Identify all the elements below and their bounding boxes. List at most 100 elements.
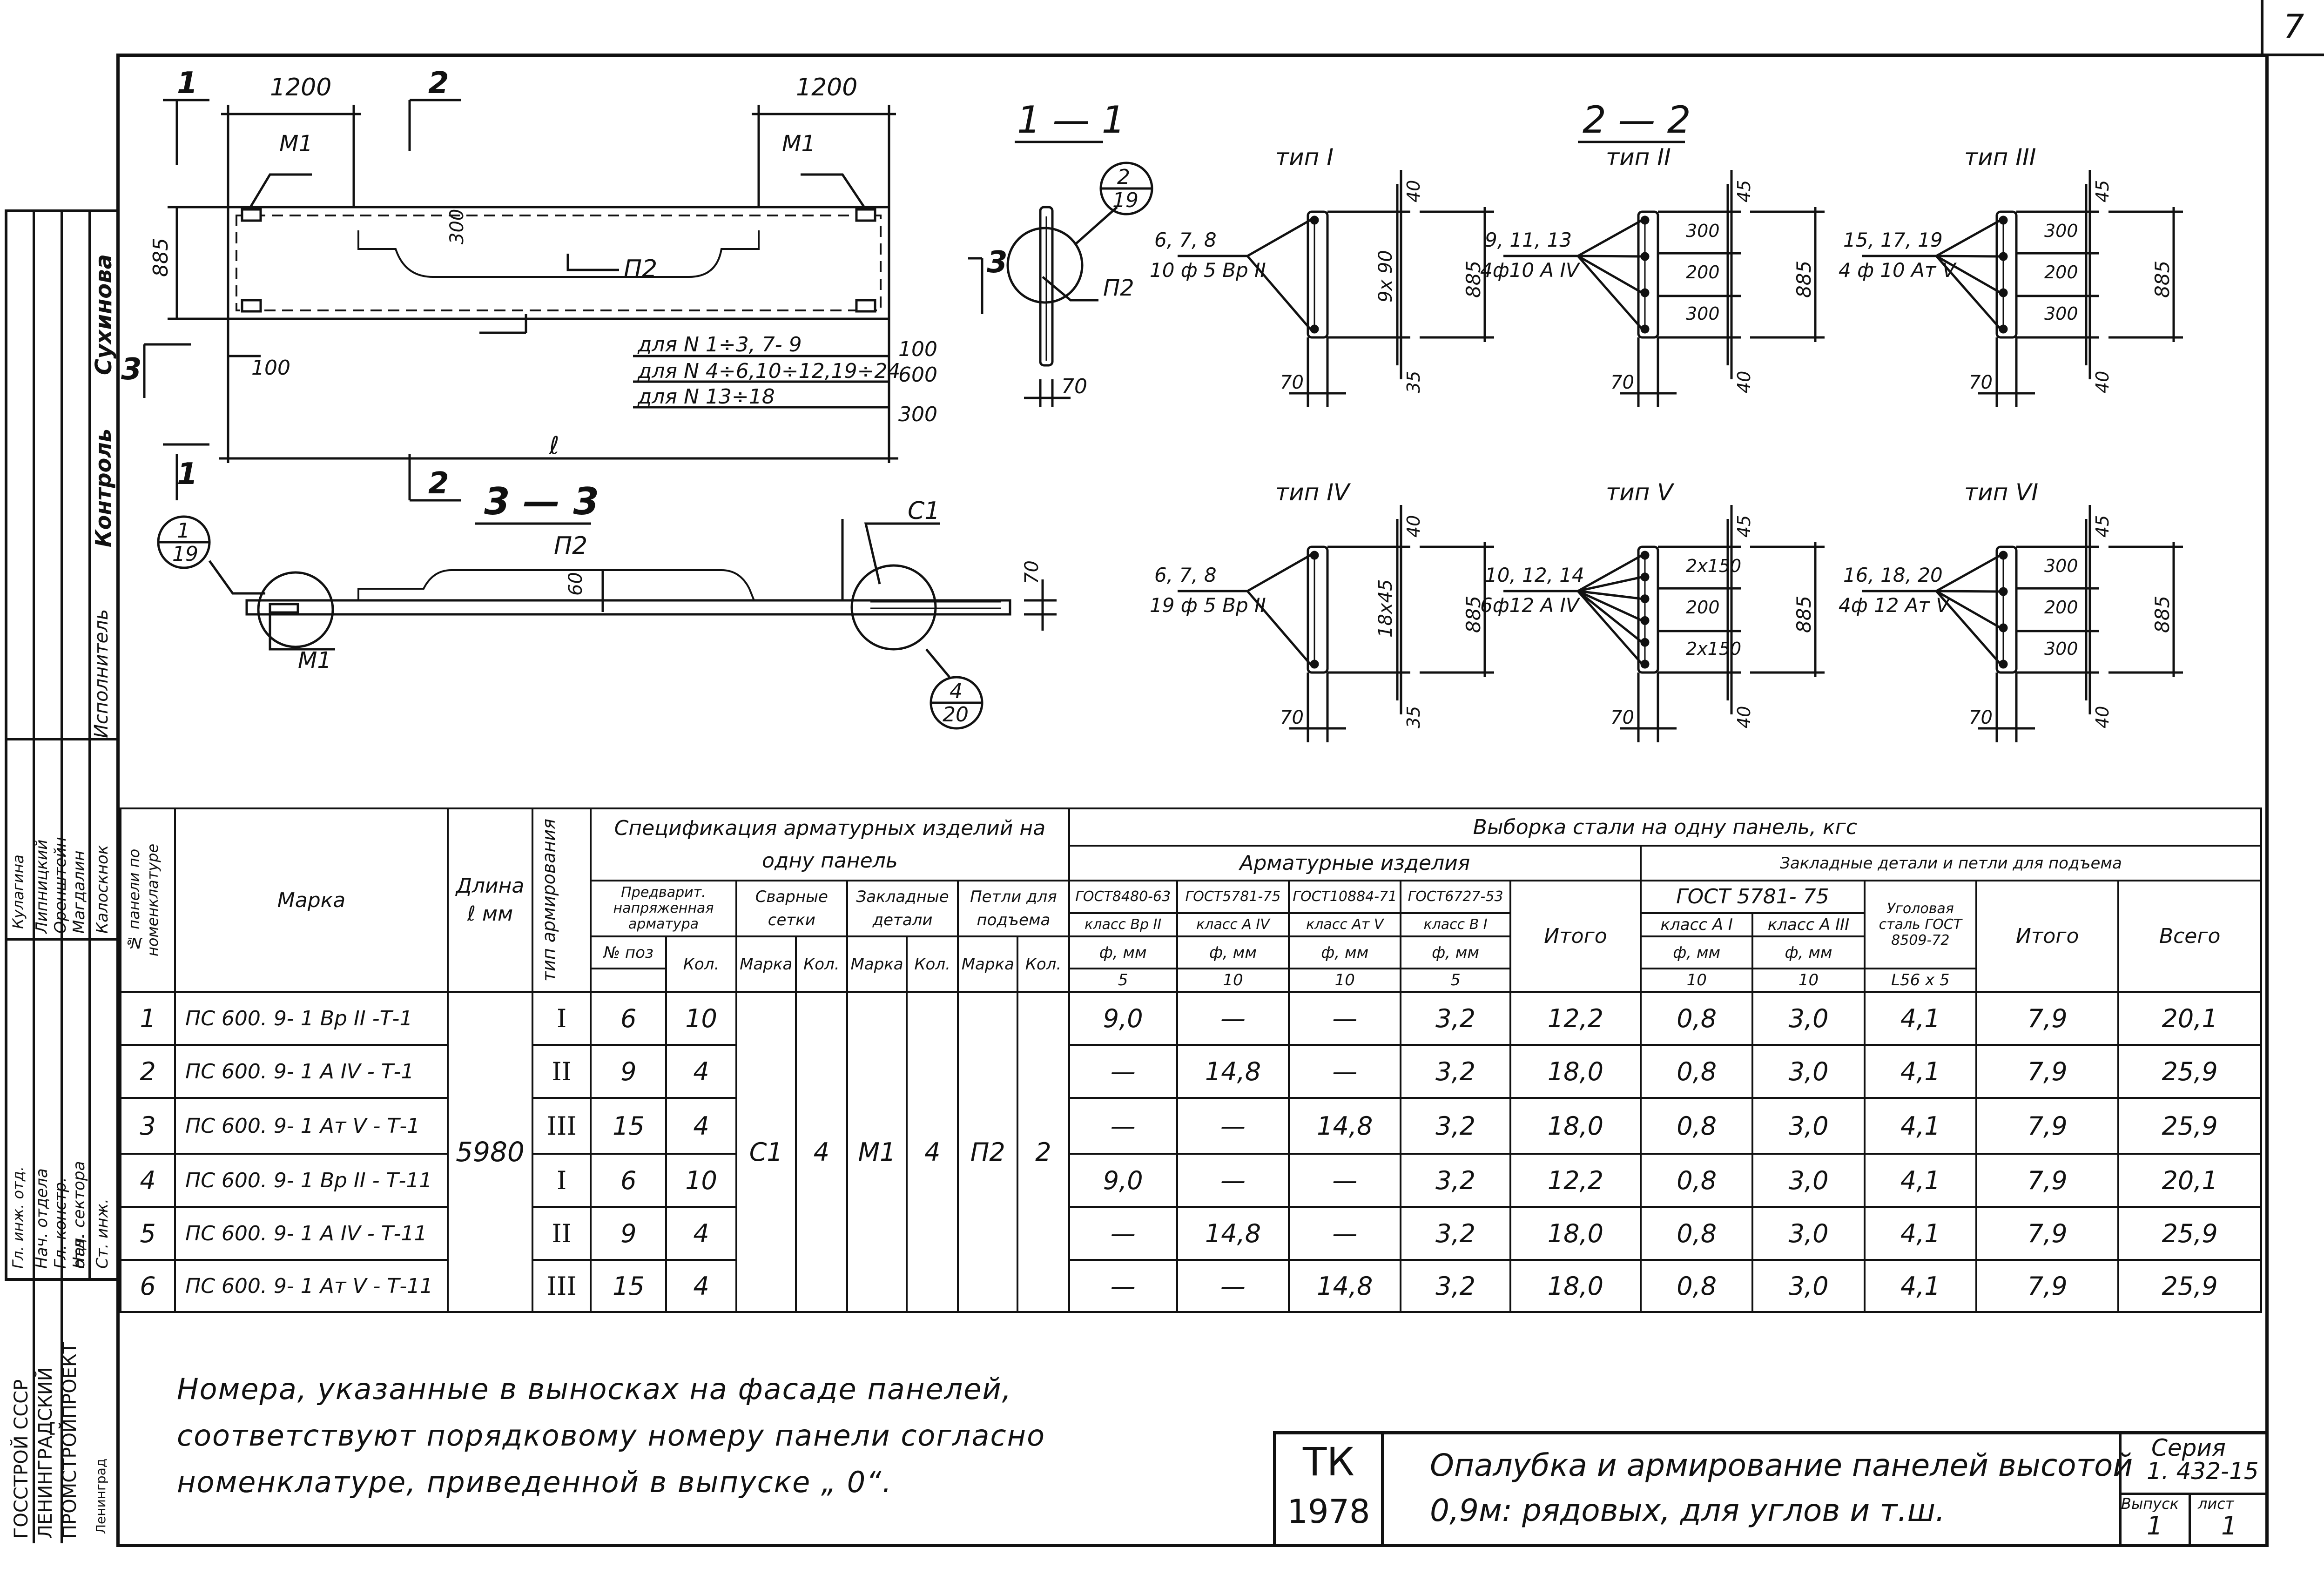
hdr-f2: ф, мм [1176, 935, 1290, 969]
cell-a1: — [1068, 1044, 1178, 1099]
cell-b2: 3,0 [1751, 991, 1866, 1046]
rebar-dot [1999, 215, 2008, 225]
cell-b3: 4,1 [1863, 1044, 1977, 1099]
label-m1-right: М1 [782, 131, 815, 157]
cell-pos: 9 [590, 1206, 667, 1261]
cell-marka: ПС 600. 9- 1 Вр II -Т-1 [174, 991, 449, 1046]
cell-it: 18,0 [1509, 1259, 1642, 1313]
type-rebar-bot: 6ф12 А IV [1480, 594, 1581, 617]
label-m1-33: М1 [298, 647, 331, 673]
rebar-dot [1999, 623, 2008, 632]
stamp-list-label: лист [2198, 1495, 2234, 1513]
type-dim-top: 45 [2092, 180, 2113, 202]
hdr-loop-kol: Кол. [1017, 935, 1070, 993]
rebar-dot [1999, 587, 2008, 596]
hdr-c3: класс Ат V [1288, 912, 1402, 938]
cell-all: 25,9 [2117, 1259, 2262, 1313]
label-p2-facade: П2 [624, 255, 657, 283]
hdr-v1: 5 [1068, 968, 1178, 993]
type-dim-top: 45 [2092, 515, 2113, 538]
type-dim-2: 200 [1686, 262, 1720, 283]
cell-kol: 4 [665, 1044, 737, 1099]
name-4: Магдалин [70, 850, 88, 934]
cell-a2: — [1176, 1259, 1290, 1313]
cell-all: 25,9 [2117, 1097, 2262, 1155]
cell-it2: 7,9 [1975, 1097, 2120, 1155]
cell-b1: 0,8 [1640, 1097, 1754, 1155]
cell-a3: 14,8 [1288, 1097, 1402, 1155]
dim-300-facade: 300 [446, 209, 468, 244]
dim-600: 600 [898, 363, 937, 387]
cell-a4: 3,2 [1400, 991, 1511, 1046]
section-3-3-title: 3 — 3 [484, 480, 599, 523]
type-rebar-bot: 4 ф 10 Ат V [1839, 259, 1957, 282]
cell-num: 1 [119, 991, 176, 1046]
type-name: тип II [1606, 144, 1671, 171]
type-rebar-top: 9, 11, 13 [1485, 229, 1572, 251]
cell-marka: ПС 600. 9- 1 Ат V - Т-11 [174, 1259, 449, 1313]
note-line-3: номенклатуре, приведенной в выпуске „ 0“… [177, 1465, 893, 1499]
name-5: Калоскнок [93, 845, 112, 934]
hdr-g4: ГОСТ6727-53 [1400, 880, 1511, 914]
hdr-g1: ГОСТ8480-63 [1068, 880, 1178, 914]
note-line-1: Номера, указанные в выносках на фасаде п… [177, 1372, 1012, 1406]
hdr-c2: класс А IV [1176, 912, 1290, 938]
cut-3-left: 3 [121, 352, 142, 387]
cell-b3: 4,1 [1863, 1097, 1977, 1155]
spec-table: № панели по номенклатуре Марка Длина ℓ м… [119, 807, 2263, 1313]
hdr-g5: ГОСТ 5781- 75 [1640, 880, 1866, 914]
cell-b2: 3,0 [1751, 1097, 1866, 1155]
cell-a1: — [1068, 1206, 1178, 1261]
cell-a2: — [1176, 1153, 1290, 1208]
role-1: Гл. инж. отд. [9, 1166, 27, 1269]
dim-100-left: 100 [251, 356, 290, 380]
cell-b2: 3,0 [1751, 1206, 1866, 1261]
type-name: тип III [1964, 144, 2036, 171]
type-section-1 [1307, 210, 1329, 339]
label-c1: С1 [908, 497, 940, 525]
type-dim-base: 70 [1280, 707, 1304, 728]
panel-facade [227, 206, 890, 320]
cell-a3: — [1288, 1044, 1402, 1099]
type-rebar-bot: 19 ф 5 Вр II [1150, 594, 1266, 617]
section-2-2-title: 2 — 2 [1583, 98, 1691, 141]
type-dim-base: 70 [1969, 372, 1993, 393]
type-section-6 [1995, 545, 2018, 674]
stamp-series: 1. 432-15 [2147, 1458, 2259, 1485]
rebar-dot [1640, 215, 1650, 225]
type-dim-mid: 9x 90 [1375, 250, 1396, 303]
cell-emb-kol: 4 [906, 991, 959, 1313]
rebar-dot [1640, 252, 1650, 261]
role-3: Гл. констр. отд. [51, 1177, 88, 1269]
type-dim-bot: 40 [1734, 706, 1754, 728]
cell-type: I [532, 991, 592, 1046]
cell-emb-mark: М1 [846, 991, 908, 1313]
callout-2-19-top: 2 [1117, 165, 1130, 189]
hdr-v4: 5 [1400, 968, 1511, 993]
type-dim-3: 300 [2044, 639, 2078, 659]
type-dim-3: 300 [2044, 303, 2078, 324]
hdr-v5: 10 [1640, 968, 1754, 993]
cell-pos: 15 [590, 1259, 667, 1313]
hdr-f6: ф, мм [1751, 935, 1866, 969]
type-section-3 [1995, 210, 2018, 339]
rebar-dot [1999, 551, 2008, 560]
hdr-mesh: Сварные сетки [735, 880, 848, 937]
cut-2-top: 2 [428, 66, 449, 101]
cell-num: 2 [119, 1044, 176, 1099]
note-n3: для N 13÷18 [637, 385, 775, 409]
type-rebar-top: 16, 18, 20 [1843, 564, 1943, 586]
name-sukhanova: Сухинова [91, 254, 117, 375]
type-dim-3: 2x150 [1686, 639, 1741, 659]
cell-length: 5980 [446, 991, 534, 1313]
cell-type: III [532, 1097, 592, 1155]
type-dim-base: 70 [1280, 372, 1304, 393]
cut-1-bottom: 1 [177, 457, 198, 491]
hdr-emb2: Закладные детали и петли для подъема [1640, 845, 2262, 881]
cell-type: II [532, 1044, 592, 1099]
drawing-svg: 1200 1200 885 300 100 100 600 300 ℓ для … [121, 66, 2183, 742]
cell-b1: 0,8 [1640, 1259, 1754, 1313]
cell-b2: 3,0 [1751, 1259, 1866, 1313]
cell-a2: — [1176, 991, 1290, 1046]
